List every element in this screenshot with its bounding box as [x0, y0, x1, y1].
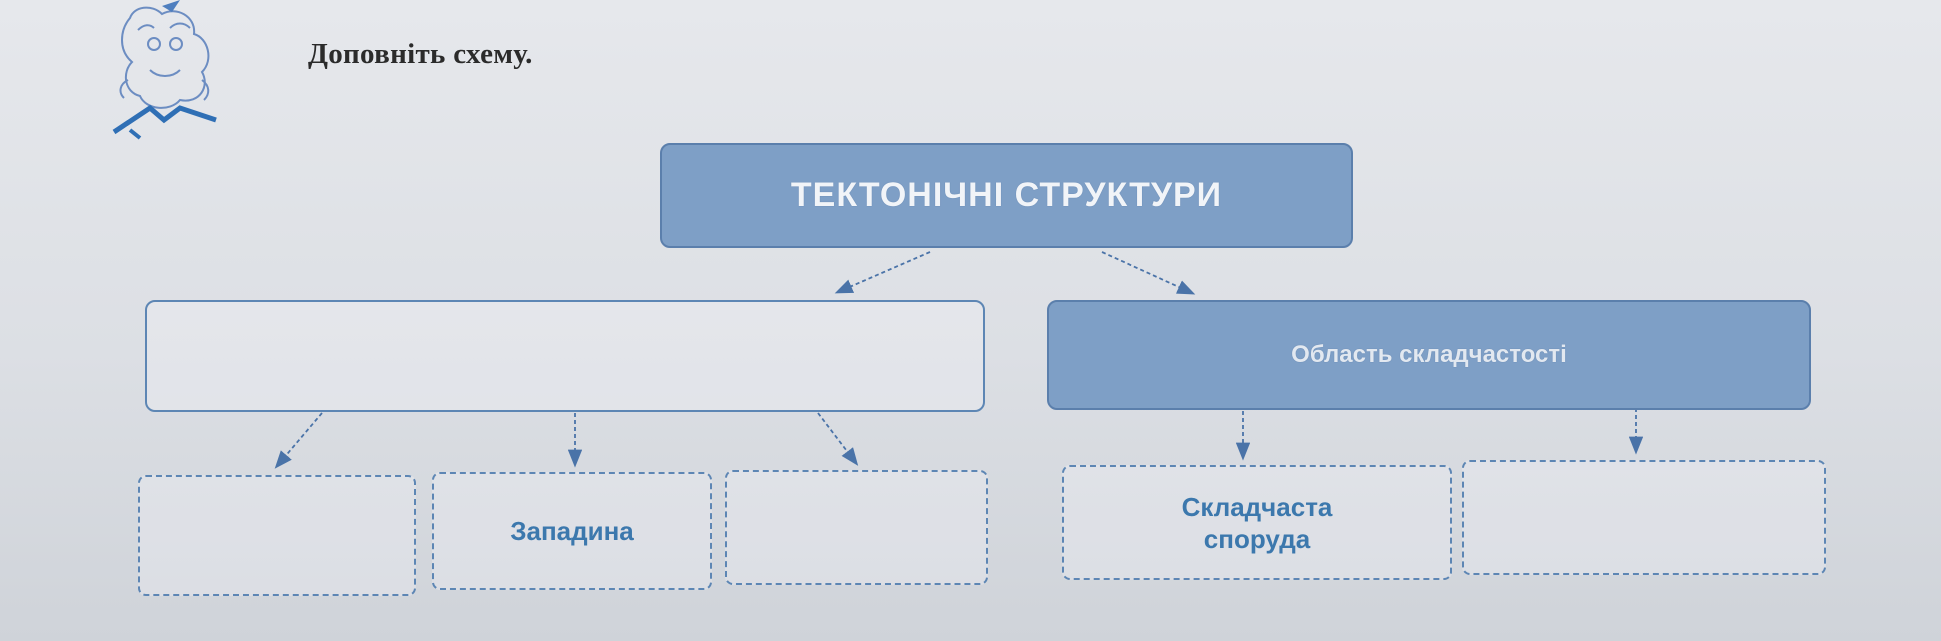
arrow-left-category-to-leaf-1 [274, 412, 323, 469]
arrow-root-to-right-category [1101, 251, 1196, 295]
instruction-heading: Доповніть схему. [308, 38, 533, 70]
left-category-node[interactable] [145, 300, 985, 412]
root-node: ТЕКТОНІЧНІ СТРУКТУРИ [660, 143, 1353, 248]
arrow-root-to-left-category [834, 251, 931, 294]
right-leaf-1-line-1: Складчаста [1181, 491, 1333, 522]
right-category-node: Область складчастості [1047, 300, 1811, 410]
left-leaf-3[interactable] [725, 470, 988, 585]
mascot-icon [112, 0, 217, 140]
arrow-left-category-to-leaf-3 [817, 412, 859, 466]
right-category-label: Область складчастості [1291, 341, 1567, 368]
right-leaf-2[interactable] [1462, 460, 1826, 575]
right-leaf-1-line-2: споруда [1203, 523, 1311, 554]
left-leaf-2: Западина [432, 472, 712, 590]
right-leaf-1: Складчаста споруда [1062, 465, 1452, 580]
right-leaf-1-label: Складчаста споруда [1182, 491, 1333, 555]
left-leaf-2-label: Западина [510, 516, 634, 546]
root-node-label: ТЕКТОНІЧНІ СТРУКТУРИ [790, 176, 1223, 214]
left-leaf-1[interactable] [138, 475, 416, 596]
